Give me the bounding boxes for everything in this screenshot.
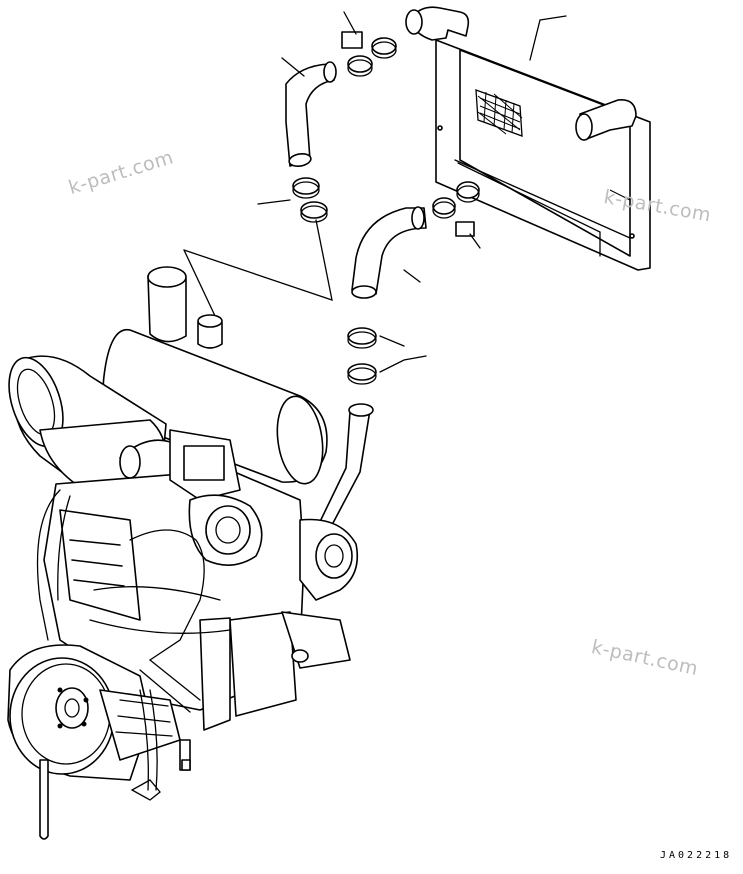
muffler <box>102 266 328 485</box>
hose-clamps <box>292 31 480 385</box>
lower-hose <box>351 206 427 299</box>
engine-block <box>36 429 359 731</box>
leader-lines <box>183 11 567 373</box>
radiator <box>405 6 651 271</box>
radiator-grille <box>475 89 523 137</box>
flywheel-housing <box>7 644 181 781</box>
upper-hose <box>285 61 337 168</box>
dipstick-tube <box>39 689 191 840</box>
part-code-label: JA022218 <box>660 850 733 861</box>
